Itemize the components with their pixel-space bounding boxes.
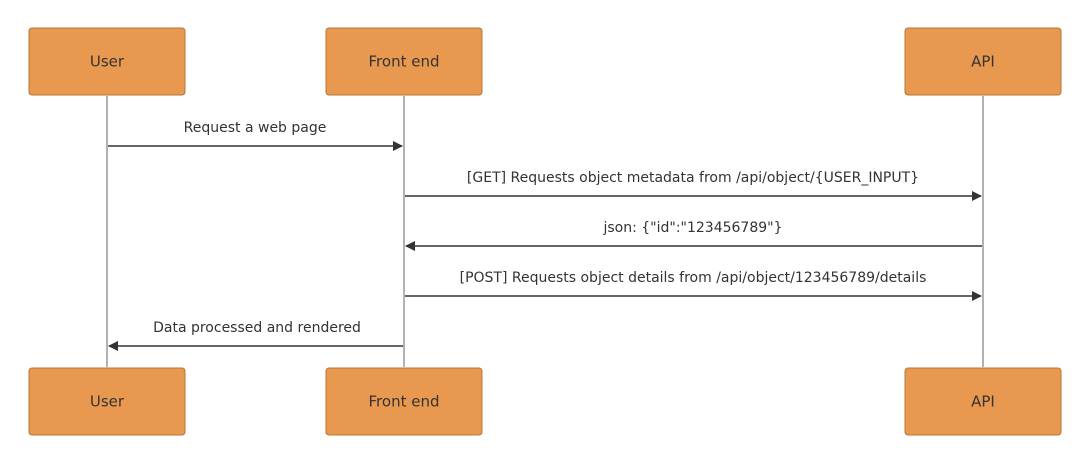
message-json-response: json: {"id":"123456789"} bbox=[405, 220, 982, 251]
actor-api-bottom: API bbox=[904, 367, 1062, 436]
message-get-metadata: [GET] Requests object metadata from /api… bbox=[405, 170, 982, 201]
actor-label: Front end bbox=[369, 53, 440, 71]
actor-label: Front end bbox=[369, 393, 440, 411]
actor-label: User bbox=[90, 393, 125, 411]
actor-user-bottom: User bbox=[28, 367, 186, 436]
message-label: json: {"id":"123456789"} bbox=[602, 220, 782, 236]
message-label: Data processed and rendered bbox=[153, 320, 361, 336]
actor-label: API bbox=[971, 53, 995, 71]
actor-label: User bbox=[90, 53, 125, 71]
actor-user-top: User bbox=[28, 27, 186, 96]
message-data-rendered: Data processed and rendered bbox=[108, 320, 403, 351]
actor-api-top: API bbox=[904, 27, 1062, 96]
message-label: Request a web page bbox=[184, 120, 327, 136]
actor-frontend-bottom: Front end bbox=[325, 367, 483, 436]
message-label: [GET] Requests object metadata from /api… bbox=[467, 170, 919, 186]
message-label: [POST] Requests object details from /api… bbox=[460, 270, 927, 286]
message-request-web-page: Request a web page bbox=[108, 120, 403, 151]
actor-frontend-top: Front end bbox=[325, 27, 483, 96]
message-post-details: [POST] Requests object details from /api… bbox=[405, 270, 982, 301]
actor-label: API bbox=[971, 393, 995, 411]
